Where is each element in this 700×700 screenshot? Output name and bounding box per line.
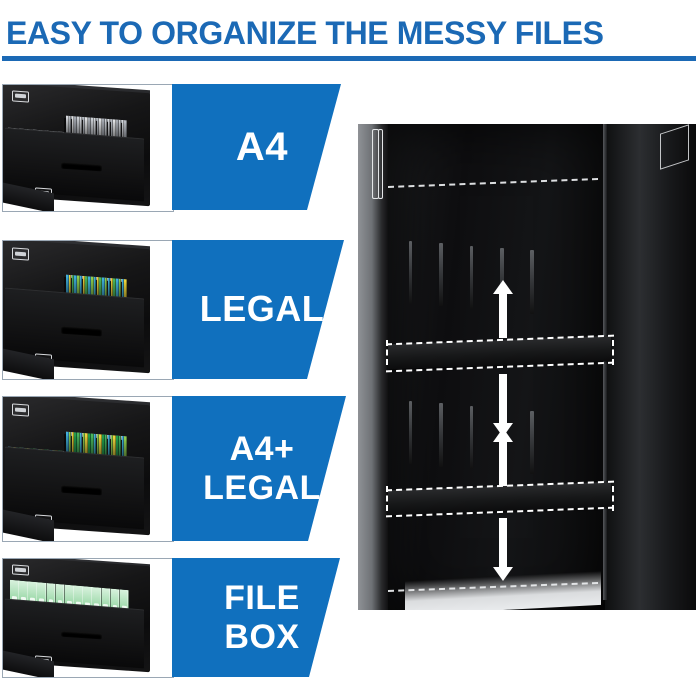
label-holder-top-icon xyxy=(11,403,29,417)
rail-peg-slot xyxy=(469,405,474,470)
rail-peg-slot xyxy=(499,247,504,312)
feature-row-legal: LEGAL xyxy=(0,240,352,380)
size-label-panel-legal: LEGAL xyxy=(172,240,352,379)
size-label-panel-file-box: FILE BOX xyxy=(172,558,352,677)
file-cabinet-drawer-a4-photo xyxy=(2,84,174,212)
file-cabinet-drawer-legal-photo xyxy=(2,240,174,380)
frame-slot-icon xyxy=(378,128,384,199)
title-divider-rule xyxy=(2,56,696,61)
rail-outline-dashed-left xyxy=(386,486,389,512)
size-label-line: LEGAL xyxy=(199,288,325,330)
feature-rows: A4 xyxy=(0,84,352,684)
rail-outline-dashed-right xyxy=(611,340,614,366)
panel-parallelogram-shape xyxy=(172,558,340,677)
cabinet-right-edge xyxy=(602,124,607,601)
size-label-line: A4+ xyxy=(229,430,295,469)
size-label-line: LEGAL xyxy=(203,468,321,507)
rail-peg-slot xyxy=(439,403,443,467)
file-cabinet-drawer-a4-plus-legal-photo xyxy=(2,396,174,542)
upper-adjustable-rail xyxy=(386,334,614,372)
rail-peg-slot xyxy=(439,243,443,307)
label-holder-top-icon xyxy=(11,564,29,576)
lower-adjustable-rail xyxy=(386,480,614,518)
panel-parallelogram-shape xyxy=(172,396,346,541)
header: EASY TO ORGANIZE THE MESSY FILES xyxy=(0,0,700,70)
rail-peg-slot xyxy=(408,401,413,465)
cabinet-interior-adjustable-rails-photo xyxy=(358,124,696,610)
rail-down-arrow-icon xyxy=(493,517,514,581)
size-label-text-file-box: FILE BOX xyxy=(172,558,352,677)
rail-up-arrow-icon xyxy=(493,279,514,338)
size-label-line: BOX xyxy=(224,617,300,656)
rail-peg-slot xyxy=(469,245,474,309)
cabinet-left-frame xyxy=(358,124,389,610)
rail-peg-slot xyxy=(530,410,535,474)
rail-peg-slot xyxy=(530,250,535,314)
size-label-text-a4-plus-legal: A4+ LEGAL xyxy=(172,396,352,541)
label-holder-top-icon xyxy=(11,247,29,261)
feature-row-a4-plus-legal: A4+ LEGAL xyxy=(0,396,352,542)
cabinet-right-wall xyxy=(604,124,696,610)
panel-parallelogram-shape xyxy=(172,84,341,210)
rail-up-arrow-icon xyxy=(493,427,514,487)
size-label-line: A4 xyxy=(235,124,289,169)
file-cabinet-drawer-file-box-photo xyxy=(2,558,174,678)
panel-parallelogram-shape xyxy=(172,240,344,379)
size-label-text-a4: A4 xyxy=(172,84,352,210)
size-label-panel-a4: A4 xyxy=(172,84,352,210)
size-label-text-legal: LEGAL xyxy=(172,240,352,379)
rail-outline-dashed-left xyxy=(386,340,389,366)
size-label-panel-a4-plus-legal: A4+ LEGAL xyxy=(172,396,352,541)
rail-outline-dashed-right xyxy=(611,486,614,512)
size-label-line: FILE xyxy=(224,579,300,618)
label-holder-top-icon xyxy=(11,90,29,103)
feature-row-a4: A4 xyxy=(0,84,352,212)
feature-row-file-box: FILE BOX xyxy=(0,558,352,678)
rail-peg-slot xyxy=(408,240,413,304)
page-title: EASY TO ORGANIZE THE MESSY FILES xyxy=(6,15,604,51)
